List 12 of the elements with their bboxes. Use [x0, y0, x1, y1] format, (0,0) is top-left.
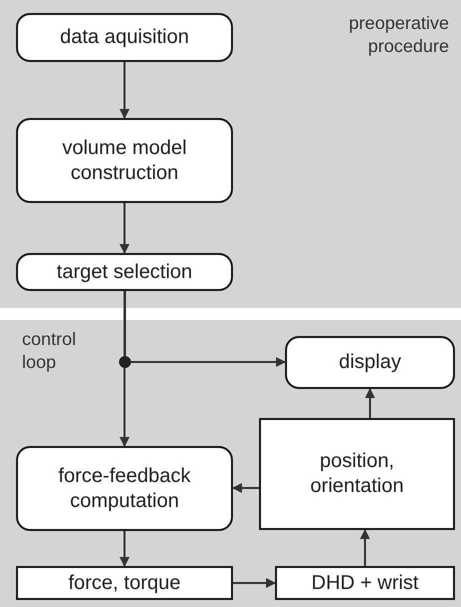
rounded-process-box: volume model construction: [16, 118, 233, 203]
band-heading: preoperative procedure: [348, 12, 449, 58]
rounded-process-box: target selection: [16, 253, 233, 291]
process-box: position, orientation: [259, 418, 455, 530]
section-band: [0, 320, 461, 607]
band-heading: control loop: [22, 328, 78, 374]
rounded-process-box: data aquisition: [16, 13, 233, 62]
section-band: [0, 0, 461, 308]
rounded-process-box: display: [285, 336, 455, 389]
rounded-process-box: force-feedback computation: [16, 446, 233, 531]
process-box: force, torque: [16, 566, 233, 600]
process-box: DHD + wrist: [275, 566, 455, 600]
